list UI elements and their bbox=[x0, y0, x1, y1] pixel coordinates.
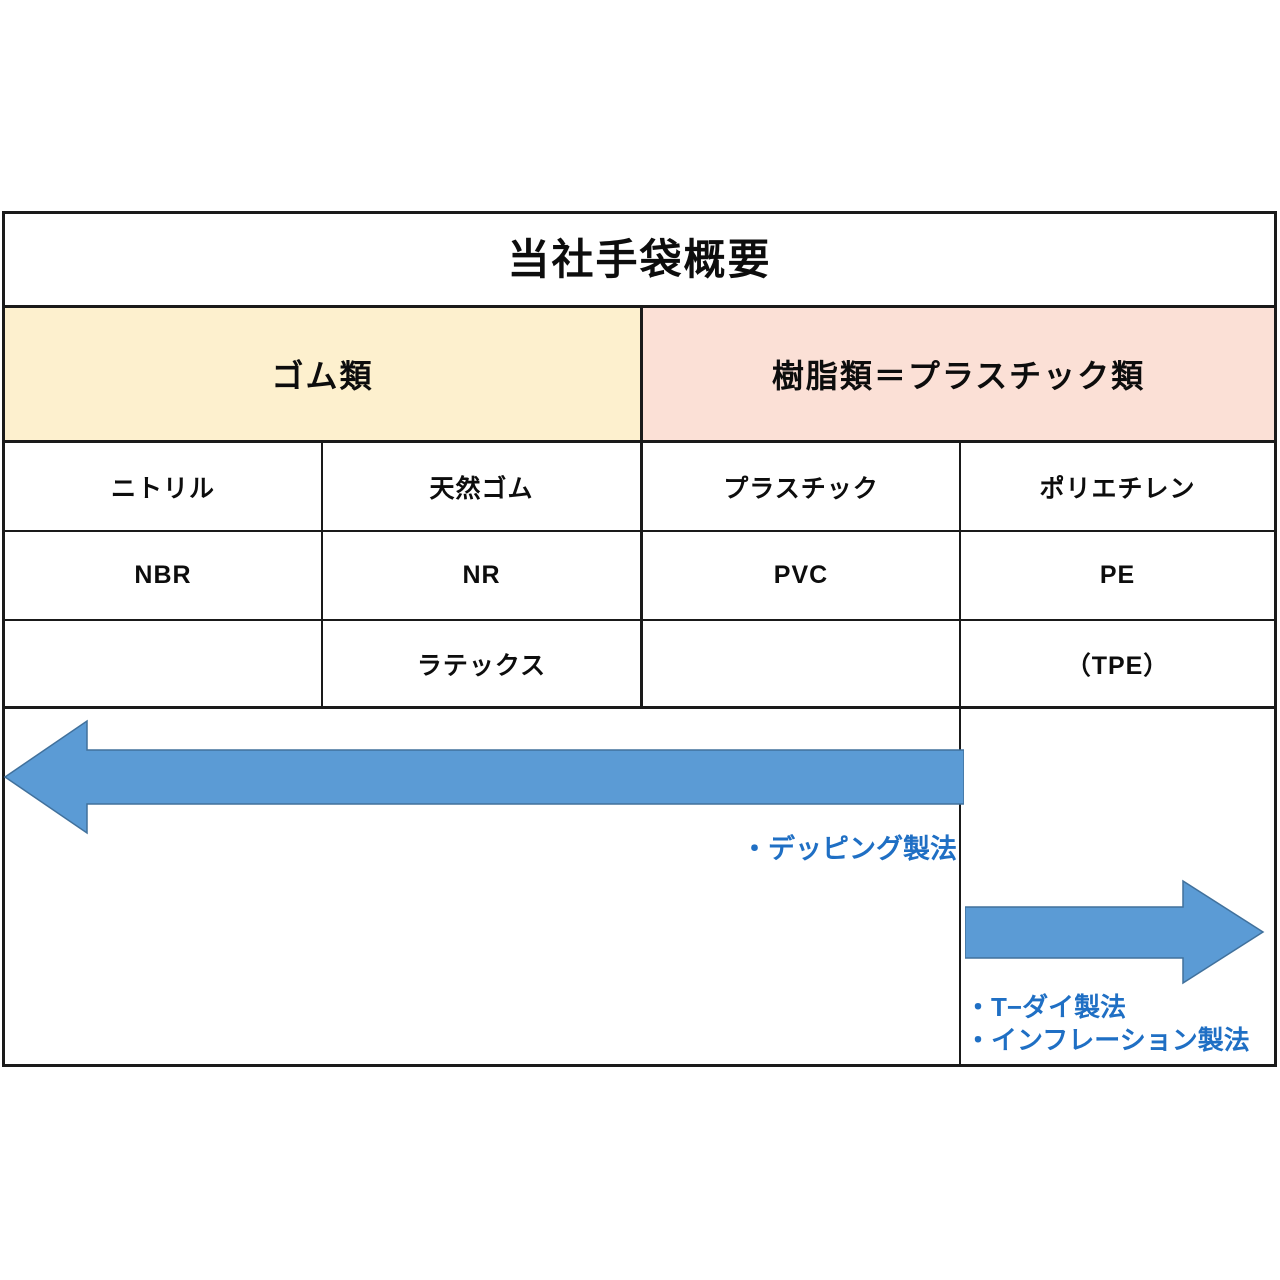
table-cell-variant-tpe: （TPE） bbox=[1065, 651, 1170, 680]
table-cell-variant-plastic bbox=[643, 621, 961, 706]
page-title: 当社手袋概要 bbox=[507, 235, 772, 283]
group-header-rubber: ゴム類 bbox=[5, 308, 643, 440]
left-arrow-icon bbox=[3, 719, 964, 835]
process-label-dipping: ・デッピング製法 bbox=[741, 834, 957, 864]
group-header-rubber-label: ゴム類 bbox=[271, 358, 374, 394]
process-pane-resin: ・T−ダイ製法 ・インフレーション製法 bbox=[961, 709, 1274, 1064]
table-cell-material-nitrile: ニトリル bbox=[5, 443, 323, 530]
table-cell-abbr-nr: NR bbox=[323, 532, 643, 619]
table-cell-variant-nitrile bbox=[5, 621, 323, 706]
overview-table: 当社手袋概要 ゴム類 樹脂類＝プラスチック類 ニトリル 天然ゴム プラスチック … bbox=[2, 211, 1277, 1067]
table-cell-abbr-pvc: PVC bbox=[643, 532, 961, 619]
table-cell-material-natural-rubber: 天然ゴム bbox=[323, 443, 643, 530]
variant-row: ラテックス （TPE） bbox=[5, 621, 1274, 709]
table-cell-material-plastic: プラスチック bbox=[643, 443, 961, 530]
table-title-row: 当社手袋概要 bbox=[5, 214, 1274, 308]
process-pane-rubber: ・デッピング製法 bbox=[3, 709, 964, 1064]
process-label-inflation: ・インフレーション製法 bbox=[965, 1024, 1250, 1055]
group-header-resin: 樹脂類＝プラスチック類 bbox=[643, 308, 1274, 440]
group-header-resin-label: 樹脂類＝プラスチック類 bbox=[771, 358, 1146, 394]
table-cell-abbr-pe: PE bbox=[1099, 561, 1136, 589]
process-label-group-resin: ・T−ダイ製法 ・インフレーション製法 bbox=[965, 991, 1250, 1056]
abbreviation-row: NBR NR PVC PE bbox=[5, 532, 1274, 621]
group-header-row: ゴム類 樹脂類＝プラスチック類 bbox=[5, 308, 1274, 443]
right-arrow-icon bbox=[965, 879, 1265, 985]
table-cell-variant-latex: ラテックス bbox=[323, 621, 643, 706]
process-label-t-die: ・T−ダイ製法 bbox=[965, 992, 1127, 1022]
process-row: ・デッピング製法 ・T−ダイ製法 ・インフレーション製法 bbox=[3, 709, 1274, 1064]
table-cell-material-polyethylene: ポリエチレン bbox=[1039, 474, 1196, 503]
material-row: ニトリル 天然ゴム プラスチック ポリエチレン bbox=[5, 443, 1274, 532]
table-cell-abbr-nbr: NBR bbox=[5, 532, 323, 619]
